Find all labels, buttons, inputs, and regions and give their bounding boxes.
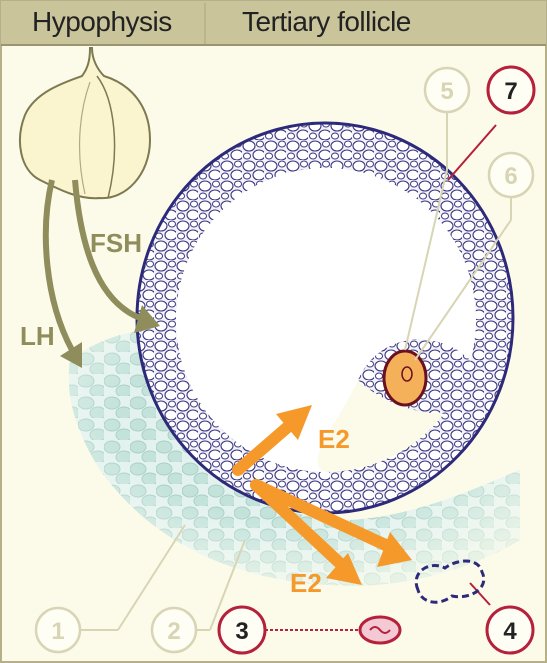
hypophysis-title: Hypophysis <box>32 0 172 44</box>
marker-2: 2 <box>152 608 196 652</box>
marker-6: 6 <box>489 153 533 197</box>
svg-text:7: 7 <box>504 78 517 105</box>
marker-7: 7 <box>488 67 534 113</box>
svg-text:1: 1 <box>51 618 64 645</box>
svg-text:2: 2 <box>167 618 180 645</box>
marker-1: 1 <box>36 608 80 652</box>
marker-5: 5 <box>425 68 469 112</box>
marker-4: 4 <box>487 607 533 653</box>
marker-3: 3 <box>219 607 265 653</box>
svg-text:3: 3 <box>235 618 248 645</box>
fsh-label: FSH <box>90 228 142 258</box>
tertiary-follicle-title: Tertiary follicle <box>242 0 411 44</box>
lh-label: LH <box>20 321 55 351</box>
svg-text:4: 4 <box>503 618 517 645</box>
oocyte-nucleus <box>402 367 412 381</box>
e2-lower-label: E2 <box>290 568 322 598</box>
e2-upper-label: E2 <box>318 424 350 454</box>
svg-text:6: 6 <box>504 163 517 190</box>
svg-text:5: 5 <box>440 78 453 105</box>
